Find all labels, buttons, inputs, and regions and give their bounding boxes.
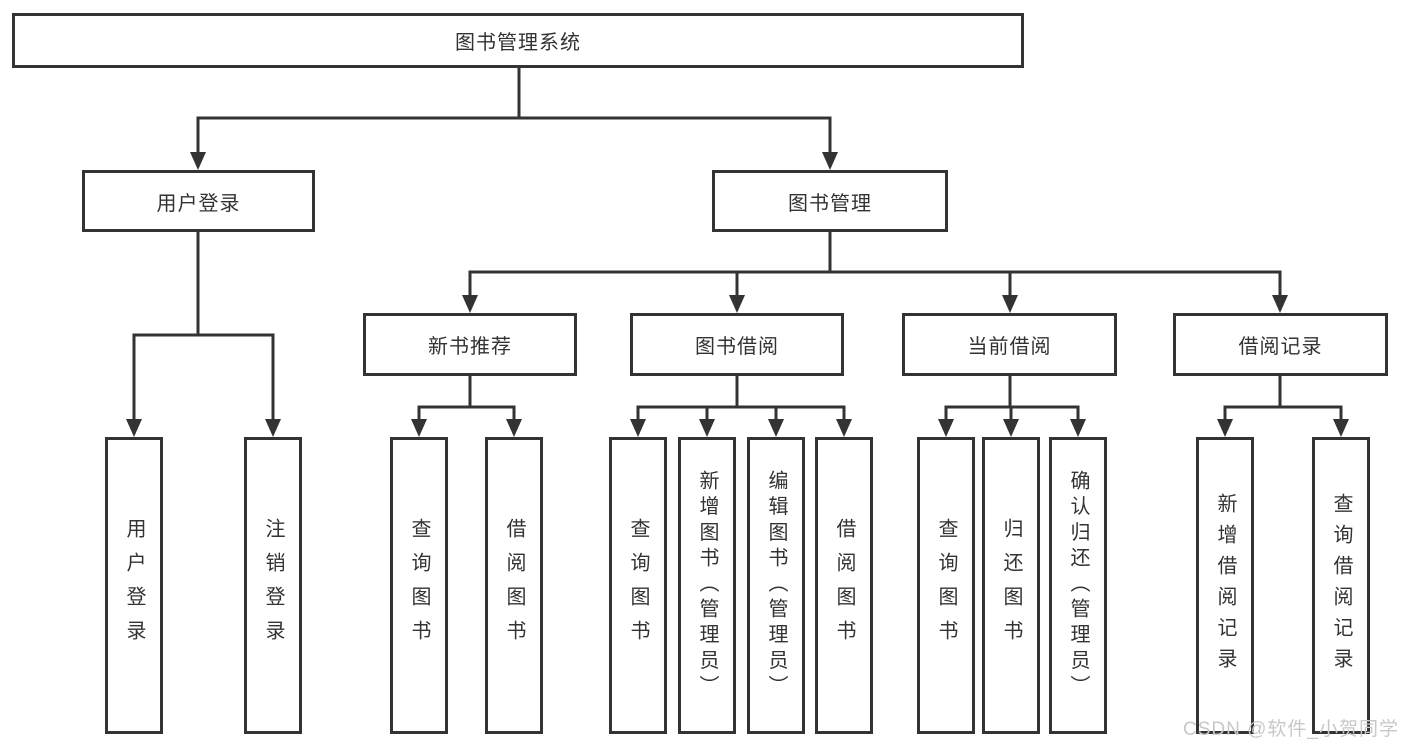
node-book-borrow: 图书借阅 bbox=[630, 313, 844, 376]
leaf-label: 查询图书 bbox=[627, 517, 649, 654]
arrowhead bbox=[1002, 295, 1018, 313]
leaf-logout-login: 注销登录 bbox=[244, 437, 302, 734]
leaf-bb-query-book: 查询图书 bbox=[609, 437, 667, 734]
edge-login-to-leaf2 bbox=[196, 232, 275, 421]
edge-current-to-leaf1 bbox=[944, 376, 1012, 421]
edge-mgmt-to-borrow bbox=[735, 232, 832, 297]
leaf-label: 用户登录 bbox=[123, 517, 145, 654]
arrowhead bbox=[630, 419, 646, 437]
edge-newbook-to-leaf1 bbox=[417, 376, 472, 421]
leaf-label: 借阅图书 bbox=[503, 517, 525, 654]
leaf-label: 借阅图书 bbox=[833, 517, 855, 654]
leaf-label: 新增借阅记录 bbox=[1214, 492, 1236, 679]
node-new-book-recommend: 新书推荐 bbox=[363, 313, 577, 376]
arrowhead bbox=[836, 419, 852, 437]
edge-root-to-user-login bbox=[196, 68, 521, 154]
edge-borrow-to-leaf1 bbox=[636, 376, 739, 421]
leaf-bb-borrow-book: 借阅图书 bbox=[815, 437, 873, 734]
leaf-label: 新增图书（管理员） bbox=[696, 470, 718, 701]
edge-newbook-to-leaf2 bbox=[468, 376, 516, 421]
leaf-cb-return-book: 归还图书 bbox=[982, 437, 1040, 734]
node-book-management: 图书管理 bbox=[712, 170, 948, 232]
arrowhead bbox=[822, 152, 838, 170]
node-user-login: 用户登录 bbox=[82, 170, 315, 232]
arrowhead bbox=[411, 419, 427, 437]
leaf-bb-edit-book-admin: 编辑图书（管理员） bbox=[747, 437, 805, 734]
leaf-label: 查询图书 bbox=[935, 517, 957, 654]
leaf-cb-query-book: 查询图书 bbox=[917, 437, 975, 734]
edge-mgmt-to-newbook bbox=[468, 232, 832, 297]
watermark: CSDN @软件_小贺同学 bbox=[1183, 719, 1399, 740]
leaf-label: 查询借阅记录 bbox=[1330, 492, 1352, 679]
arrowhead bbox=[1003, 419, 1019, 437]
edge-mgmt-to-current bbox=[828, 232, 1012, 297]
edge-borrow-to-leaf2 bbox=[705, 376, 739, 421]
leaf-nb-borrow-book: 借阅图书 bbox=[485, 437, 543, 734]
edge-root-to-book-management bbox=[517, 68, 832, 154]
edge-current-to-leaf2 bbox=[1008, 376, 1013, 421]
node-root: 图书管理系统 bbox=[12, 13, 1024, 68]
leaf-bb-add-book-admin: 新增图书（管理员） bbox=[678, 437, 736, 734]
leaf-label: 查询图书 bbox=[408, 517, 430, 654]
arrowhead bbox=[1070, 419, 1086, 437]
leaf-label: 归还图书 bbox=[1000, 517, 1022, 654]
leaf-label: 注销登录 bbox=[262, 517, 284, 654]
edge-record-to-leaf2 bbox=[1278, 376, 1343, 421]
arrowhead bbox=[1333, 419, 1349, 437]
node-current-borrow: 当前借阅 bbox=[902, 313, 1117, 376]
leaf-nb-query-book: 查询图书 bbox=[390, 437, 448, 734]
edge-record-to-leaf1 bbox=[1223, 376, 1282, 421]
leaf-user-login: 用户登录 bbox=[105, 437, 163, 734]
leaf-br-add-record: 新增借阅记录 bbox=[1196, 437, 1254, 734]
arrowhead bbox=[1272, 295, 1288, 313]
arrowhead bbox=[506, 419, 522, 437]
arrowhead bbox=[265, 419, 281, 437]
node-borrow-record: 借阅记录 bbox=[1173, 313, 1388, 376]
arrowhead bbox=[190, 152, 206, 170]
edge-login-to-leaf1 bbox=[132, 232, 200, 421]
edge-borrow-to-leaf3 bbox=[735, 376, 778, 421]
arrowhead bbox=[462, 295, 478, 313]
leaf-label: 确认归还（管理员） bbox=[1067, 470, 1089, 701]
edge-mgmt-to-record bbox=[828, 232, 1282, 297]
leaf-label: 编辑图书（管理员） bbox=[765, 470, 787, 701]
arrowhead bbox=[1217, 419, 1233, 437]
leaf-cb-confirm-return-admin: 确认归还（管理员） bbox=[1049, 437, 1107, 734]
edge-borrow-to-leaf4 bbox=[735, 376, 846, 421]
arrowhead bbox=[126, 419, 142, 437]
arrowhead bbox=[729, 295, 745, 313]
leaf-br-query-record: 查询借阅记录 bbox=[1312, 437, 1370, 734]
edge-current-to-leaf3 bbox=[1008, 376, 1080, 421]
arrowhead bbox=[699, 419, 715, 437]
arrowhead bbox=[768, 419, 784, 437]
arrowhead bbox=[938, 419, 954, 437]
